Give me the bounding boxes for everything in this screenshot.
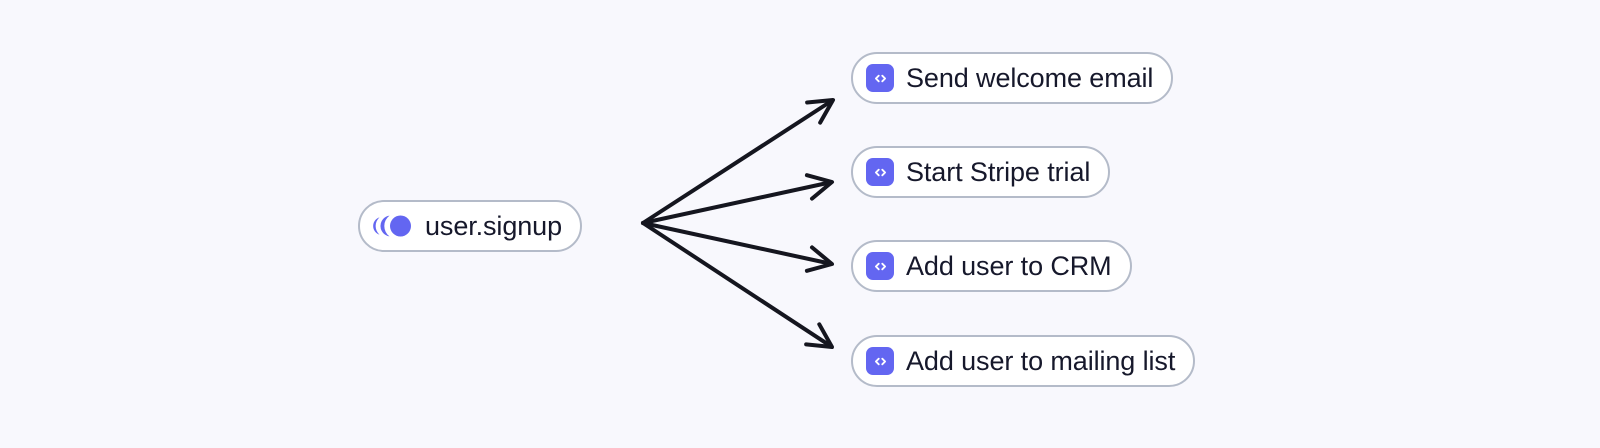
- edge-group: [641, 98, 835, 349]
- arrowhead-add-user-mailing-list: [804, 322, 834, 349]
- code-brackets-icon: [866, 158, 894, 186]
- arrowhead-add-user-to-crm: [804, 245, 834, 273]
- source-node-user-signup[interactable]: user.signup: [358, 200, 582, 252]
- edge-user-signup-to-start-stripe-trial: [641, 180, 832, 225]
- action-node-send-welcome-email[interactable]: Send welcome email: [851, 52, 1174, 104]
- action-node-label: Start Stripe trial: [906, 156, 1091, 187]
- edge-user-signup-to-add-user-to-crm: [641, 221, 832, 266]
- code-brackets-icon: [866, 347, 894, 375]
- action-node-label: Add user to CRM: [906, 250, 1112, 281]
- arrowhead-send-welcome-email: [805, 98, 835, 125]
- code-brackets-icon: [866, 64, 894, 92]
- broadcast-signal-icon: [373, 214, 413, 238]
- arrowhead-start-stripe-trial: [804, 173, 834, 201]
- action-node-label: Add user to mailing list: [906, 345, 1176, 376]
- source-node-label: user.signup: [425, 210, 562, 241]
- action-node-start-stripe-trial[interactable]: Start Stripe trial: [851, 146, 1111, 198]
- edge-user-signup-to-add-user-mailing-list: [641, 221, 832, 348]
- action-node-label: Send welcome email: [906, 62, 1154, 93]
- action-node-add-user-to-crm[interactable]: Add user to CRM: [851, 240, 1132, 292]
- code-brackets-icon: [866, 252, 894, 280]
- edge-user-signup-to-send-welcome-email: [641, 99, 833, 225]
- action-node-add-user-mailing-list[interactable]: Add user to mailing list: [851, 335, 1196, 387]
